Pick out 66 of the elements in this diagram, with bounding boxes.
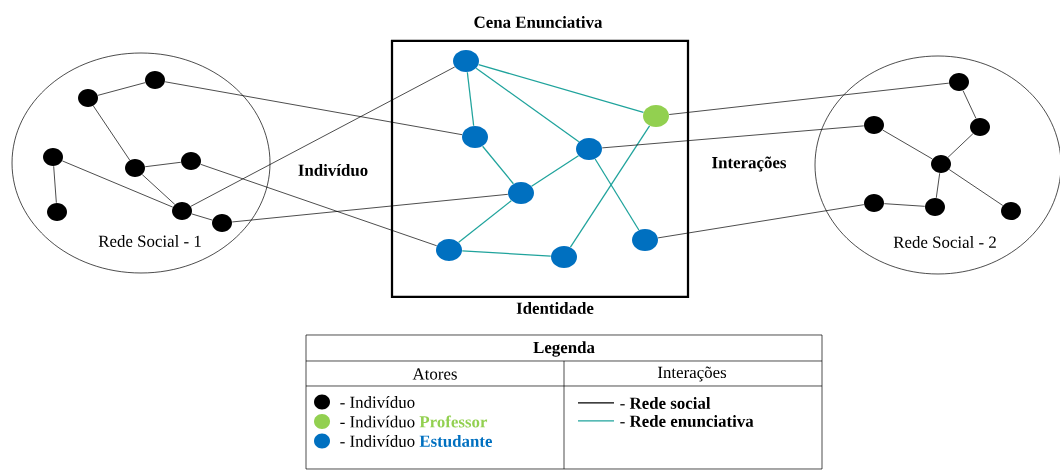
scene-title: Cena Enunciativa: [474, 16, 603, 28]
connector-line: [947, 133, 974, 158]
network-label: Rede Social - 1: [98, 235, 201, 247]
dot: [181, 152, 201, 170]
connector-line: [657, 204, 865, 239]
dot: [925, 198, 945, 216]
dot: [949, 73, 969, 91]
connector-line: [882, 129, 933, 160]
legend-text: - Indivíduo Estudante: [340, 435, 493, 447]
connector-line: [594, 158, 640, 231]
dot: [462, 126, 488, 148]
dot: [864, 194, 884, 212]
dot: [436, 239, 462, 261]
side-label: Interações: [712, 156, 787, 172]
column-header: Interações: [657, 366, 727, 382]
connector-line: [466, 71, 475, 127]
connector-line: [164, 81, 463, 136]
connector-line: [948, 169, 1004, 206]
dot: [145, 71, 165, 89]
legend-title: Legenda: [533, 341, 595, 357]
box-caption: Identidade: [516, 302, 594, 314]
dot: [212, 214, 232, 232]
dot: [931, 155, 951, 173]
legend-text: - Rede enunciativa: [620, 415, 754, 427]
column-header: Atores: [412, 368, 457, 380]
connector-line: [191, 213, 213, 221]
dot: [864, 116, 884, 134]
dot: [78, 89, 98, 107]
network-label: Rede Social - 2: [893, 236, 996, 248]
connector-line: [461, 250, 552, 257]
connector-line: [97, 82, 146, 96]
dot: [643, 105, 669, 127]
connector-line: [481, 145, 515, 185]
connector-line: [601, 125, 865, 149]
dot: [47, 203, 67, 221]
connector-line: [200, 163, 438, 247]
connector-line: [144, 161, 182, 168]
side-label: Indivíduo: [298, 164, 368, 176]
dot: [551, 246, 577, 268]
connector-line: [569, 125, 651, 248]
connector-line: [53, 165, 57, 204]
connector-line: [530, 155, 580, 187]
legend-text: - Rede social: [620, 397, 711, 409]
connector-line: [477, 64, 645, 113]
connector-line: [458, 200, 512, 243]
connector-line: [93, 105, 131, 161]
legend-text: - Indivíduo: [340, 396, 415, 408]
dot: [1001, 202, 1021, 220]
connector-line: [962, 90, 977, 119]
legend-text: - Indivíduo Professor: [340, 415, 488, 428]
connector-line: [62, 160, 174, 208]
dot: [453, 50, 479, 72]
dot: [970, 118, 990, 136]
dot: [125, 159, 145, 177]
connector-line: [883, 203, 926, 207]
connector-line: [190, 66, 456, 207]
dot: [576, 138, 602, 160]
dot: [632, 229, 658, 251]
dot: [43, 148, 63, 166]
connector-line: [231, 193, 509, 223]
connector-line: [935, 172, 941, 199]
connector-line: [668, 82, 950, 115]
dot: [508, 182, 534, 204]
connector-line: [475, 67, 580, 143]
dot: [172, 202, 192, 220]
connector-line: [141, 174, 176, 205]
